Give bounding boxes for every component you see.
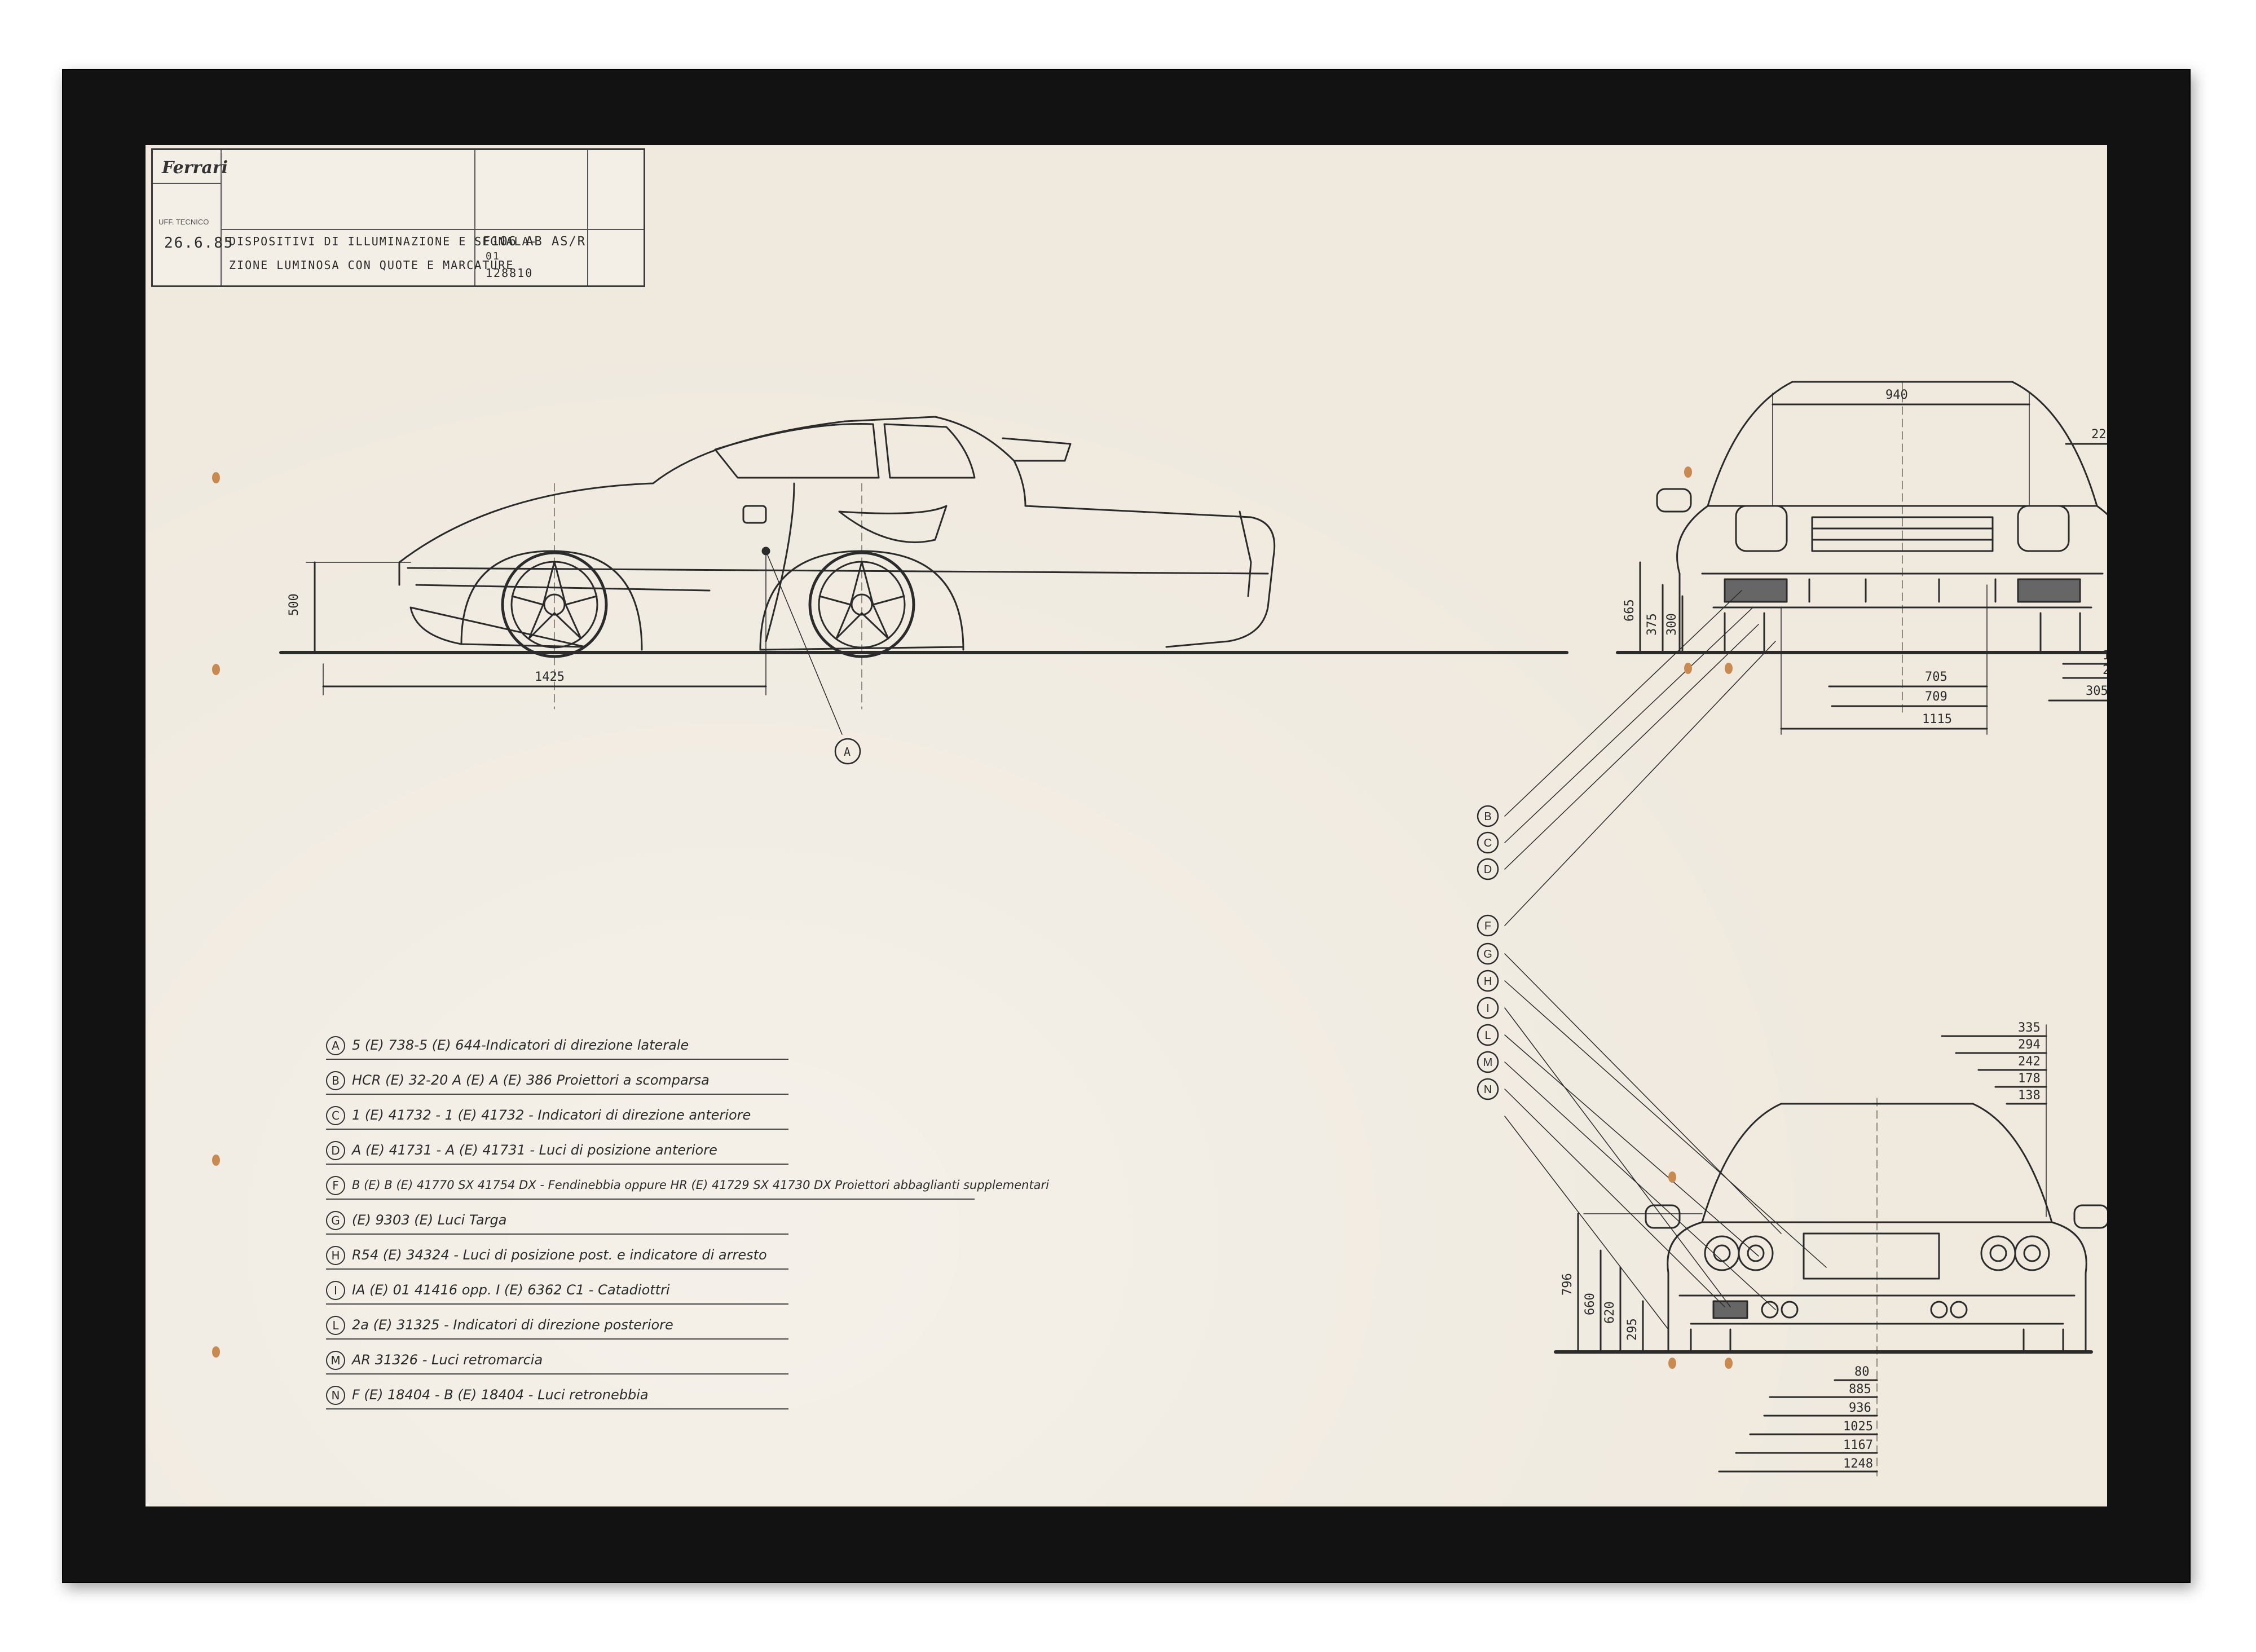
callout-f: F <box>1484 920 1491 932</box>
tape-pin <box>212 472 220 483</box>
rear-dim-1167: 1167 <box>1843 1438 1873 1452</box>
tape-pin <box>1668 1358 1676 1369</box>
rear-dim-178: 178 <box>2018 1072 2041 1086</box>
drawing-number: 128810 <box>486 266 534 280</box>
front-dim-709: 709 <box>1925 690 1947 704</box>
callout-d: D <box>1484 864 1492 876</box>
rear-dim-796: 796 <box>1561 1273 1575 1296</box>
tape-pin <box>212 1346 220 1358</box>
picture-frame: Ferrari UFF. TECNICO 26.6.85 DISPOSITIVI… <box>62 69 2191 1583</box>
rear-dim-294: 294 <box>2018 1038 2041 1052</box>
side-dim-height: 500 <box>287 593 301 616</box>
tape-pin <box>212 1155 220 1166</box>
rear-dim-335: 335 <box>2018 1021 2041 1035</box>
front-dim-1115: 1115 <box>1922 712 1952 726</box>
rear-dim-138: 138 <box>2018 1089 2041 1103</box>
side-callout-a: A <box>844 745 851 759</box>
front-dim-375: 375 <box>1645 613 1659 636</box>
brand-logo: Ferrari <box>162 158 228 178</box>
title-block: Ferrari UFF. TECNICO 26.6.85 DISPOSITIVI… <box>151 148 645 287</box>
rear-dim-1025: 1025 <box>1843 1420 1873 1434</box>
blueprint-paper: Ferrari UFF. TECNICO 26.6.85 DISPOSITIVI… <box>146 145 2107 1506</box>
dept-label: UFF. TECNICO <box>158 218 209 226</box>
technical-drawing: 500 1425 A 940 226 665 375 300 705 709 1… <box>279 381 2107 1477</box>
tape-pin <box>1684 663 1692 674</box>
front-dim-705: 705 <box>1925 670 1947 684</box>
front-dim-226: 226 <box>2091 428 2107 442</box>
rear-dim-660: 660 <box>1583 1293 1597 1315</box>
rear-dim-936: 936 <box>1849 1401 1871 1415</box>
callout-n: N <box>1484 1083 1492 1096</box>
tape-pin <box>1725 1358 1733 1369</box>
callout-m: M <box>1483 1056 1493 1069</box>
description-line-1: DISPOSITIVI DI ILLUMINAZIONE E SEGNALA- <box>229 235 538 248</box>
callout-c: C <box>1484 837 1492 849</box>
front-dim-940: 940 <box>1885 388 1908 402</box>
callout-i: I <box>1486 1002 1490 1015</box>
callout-l: L <box>1484 1029 1491 1042</box>
description-line-2: ZIONE LUMINOSA CON QUOTE E MARCATURE <box>229 258 514 272</box>
tape-pin <box>212 664 220 675</box>
front-view-car <box>1656 381 2107 654</box>
tape-pin <box>1684 466 1692 478</box>
front-dim-300: 300 <box>1665 613 1679 636</box>
callout-b: B <box>1484 810 1491 823</box>
front-dim-665: 665 <box>1623 599 1637 622</box>
sheet-value: 01 <box>486 250 500 262</box>
date-value: 26.6.85 <box>164 235 234 252</box>
side-dim-wheelbase: 1425 <box>535 670 565 684</box>
front-dim-305: 305 <box>2086 684 2107 698</box>
tape-pin <box>1668 1171 1676 1183</box>
side-view-car <box>398 416 1276 658</box>
front-dim-205: 205 <box>2103 663 2107 677</box>
rear-dim-242: 242 <box>2018 1055 2041 1069</box>
callout-h: H <box>1484 975 1492 988</box>
rear-dim-620: 620 <box>1603 1301 1617 1324</box>
rear-dim-1248: 1248 <box>1843 1457 1873 1471</box>
rear-dim-80: 80 <box>1854 1365 1870 1379</box>
type-value: F106 AB AS/R <box>483 235 586 249</box>
rear-dim-295: 295 <box>1625 1318 1640 1341</box>
rear-view-car <box>1645 1103 2107 1353</box>
callout-g: G <box>1483 948 1492 961</box>
legend-item: G(E) 9303 (E) Luci Targa <box>326 1211 506 1234</box>
rear-dim-885: 885 <box>1849 1382 1871 1397</box>
front-dim-195: 195 <box>2103 649 2107 663</box>
tape-pin <box>1725 663 1733 674</box>
